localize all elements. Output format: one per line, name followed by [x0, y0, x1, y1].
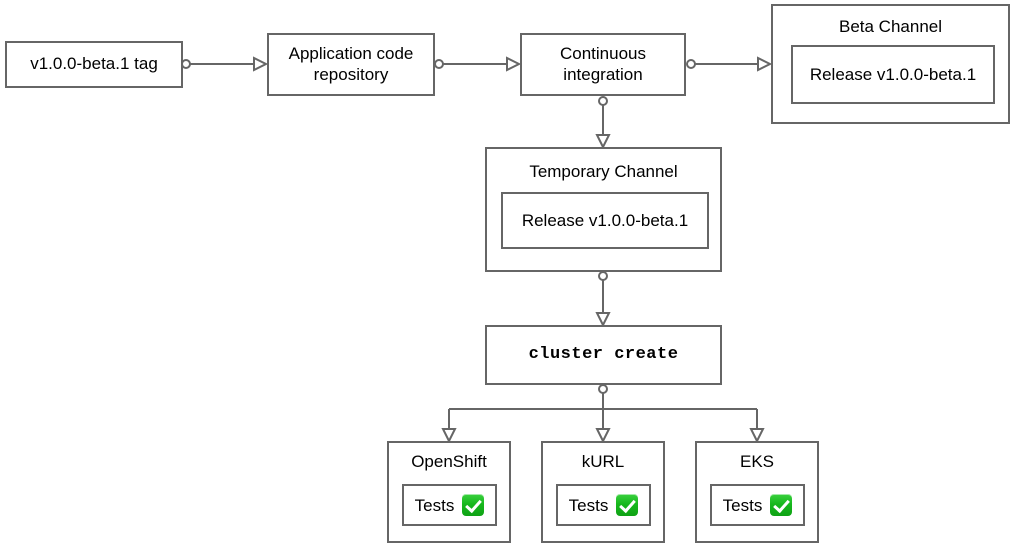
group-temporary-channel-title: Temporary Channel [529, 162, 678, 181]
openshift-tests-label: Tests [414, 495, 455, 515]
edge-repo-to-ci [434, 56, 522, 72]
node-version-tag[interactable]: v1.0.0-beta.1 tag [5, 41, 183, 88]
group-openshift-title: OpenShift [411, 452, 487, 471]
green-check-icon [616, 494, 639, 516]
node-continuous-integration[interactable]: Continuous integration [520, 33, 686, 96]
green-check-icon [462, 494, 485, 516]
temporary-channel-release-box[interactable]: Release v1.0.0-beta.1 [501, 192, 709, 249]
openshift-tests-box[interactable]: Tests [402, 484, 497, 526]
green-check-icon [770, 494, 793, 516]
group-eks[interactable]: EKS Tests [695, 441, 819, 543]
eks-tests-box[interactable]: Tests [710, 484, 805, 526]
edge-ci-to-temporary-channel [595, 96, 611, 150]
node-cluster-create-command[interactable]: cluster create [485, 325, 722, 385]
group-kurl-title: kURL [581, 452, 625, 471]
node-application-code-repository[interactable]: Application code repository [267, 33, 435, 96]
kurl-tests-label: Tests [568, 495, 609, 515]
eks-tests-label: Tests [722, 495, 763, 515]
group-openshift[interactable]: OpenShift Tests [387, 441, 511, 543]
group-beta-channel-title: Beta Channel [838, 17, 943, 36]
kurl-tests-box[interactable]: Tests [556, 484, 651, 526]
group-kurl[interactable]: kURL Tests [541, 441, 665, 543]
beta-channel-release-box[interactable]: Release v1.0.0-beta.1 [791, 45, 995, 104]
edge-temporary-channel-to-cluster-create [595, 271, 611, 328]
group-temporary-channel[interactable]: Temporary Channel Release v1.0.0-beta.1 [485, 147, 722, 272]
group-eks-title: EKS [739, 452, 775, 471]
edge-ci-to-beta-channel [686, 56, 773, 72]
edge-cluster-create-branch [441, 384, 765, 444]
group-beta-channel[interactable]: Beta Channel Release v1.0.0-beta.1 [771, 4, 1010, 124]
edge-tag-to-repo [181, 56, 269, 72]
